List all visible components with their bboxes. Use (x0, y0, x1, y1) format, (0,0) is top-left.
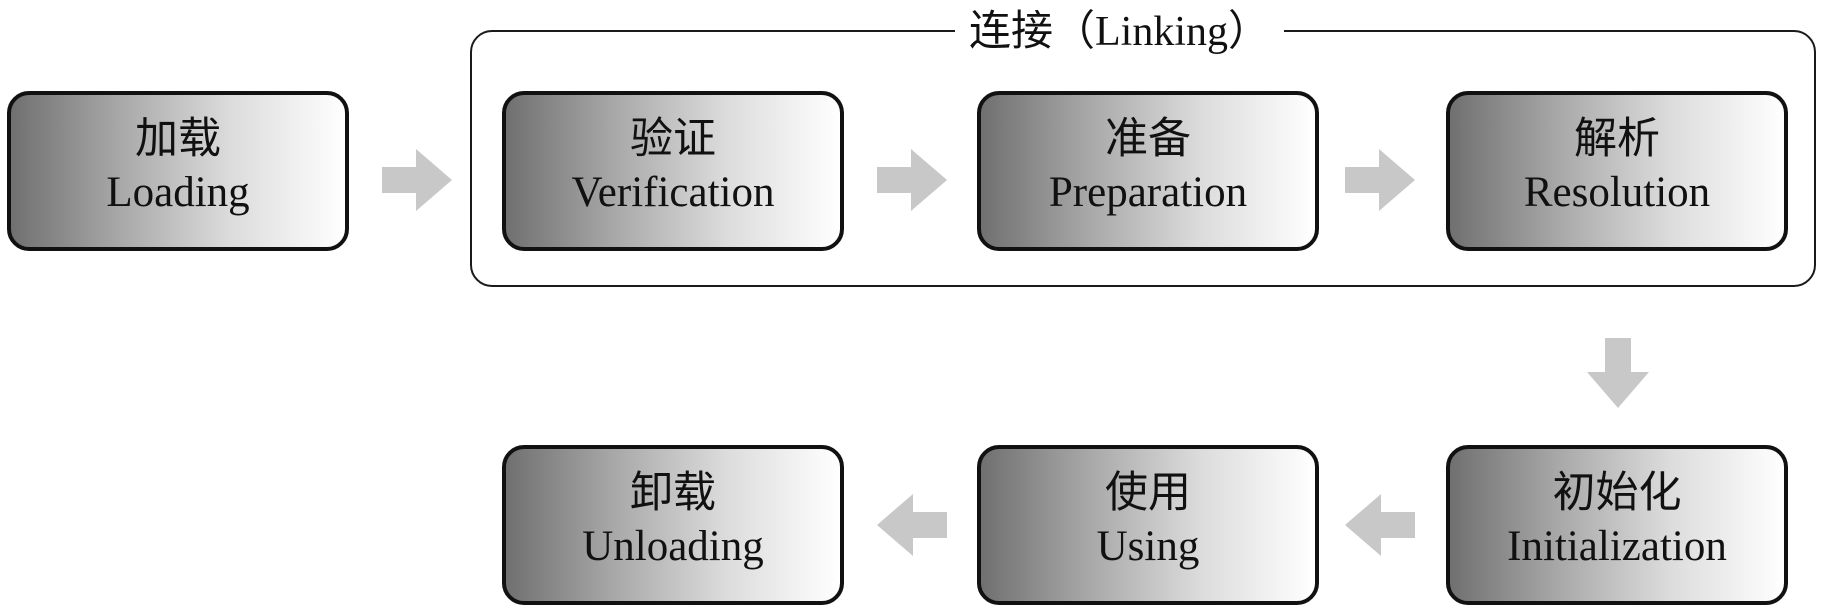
stage-resolution-en-label: Resolution (1523, 169, 1711, 216)
arrow-left-shape (877, 494, 947, 556)
arrow-down-shape (1587, 338, 1649, 408)
arrow-right-fill (382, 149, 452, 211)
arrow-right-icon (877, 145, 947, 215)
arrow-right-shape (877, 149, 947, 211)
stage-using-zh-label: 使用 (1105, 470, 1191, 517)
stage-using: 使用 Using (977, 445, 1319, 605)
stage-preparation-en-label: Preparation (1048, 169, 1248, 216)
arrow-left-shape (1345, 494, 1415, 556)
stage-verification-zh-label: 验证 (630, 116, 716, 163)
arrow-right-fill (877, 149, 947, 211)
stage-unloading-en-label: Unloading (582, 523, 764, 570)
stage-initialization: 初始化 Initialization (1446, 445, 1788, 605)
stage-loading-en-label: Loading (106, 169, 250, 216)
arrow-left-fill (1345, 494, 1415, 556)
stage-resolution-zh-label: 解析 (1574, 116, 1660, 163)
stage-loading: 加载 Loading (7, 91, 349, 251)
arrow-right-fill (1345, 149, 1415, 211)
arrow-right-shape (382, 149, 452, 211)
arrow-left-icon (877, 490, 947, 560)
arrow-down-icon (1583, 338, 1653, 408)
arrow-right-icon (382, 145, 452, 215)
stage-initialization-zh-label: 初始化 (1552, 470, 1682, 517)
arrow-right-icon (1345, 145, 1415, 215)
stage-resolution: 解析 Resolution (1446, 91, 1788, 251)
arrow-down-fill (1587, 338, 1649, 408)
linking-group-title: 连接（Linking） (955, 4, 1284, 60)
arrow-left-fill (877, 494, 947, 556)
stage-preparation-zh-label: 准备 (1105, 116, 1191, 163)
stage-verification-en-label: Verification (571, 169, 775, 216)
stage-using-en-label: Using (1096, 523, 1200, 570)
stage-unloading-zh-label: 卸载 (630, 470, 716, 517)
stage-initialization-en-label: Initialization (1507, 523, 1727, 570)
arrow-right-shape (1345, 149, 1415, 211)
stage-verification: 验证 Verification (502, 91, 844, 251)
stage-unloading: 卸载 Unloading (502, 445, 844, 605)
arrow-left-icon (1345, 490, 1415, 560)
stage-preparation: 准备 Preparation (977, 91, 1319, 251)
stage-loading-zh-label: 加载 (135, 116, 221, 163)
